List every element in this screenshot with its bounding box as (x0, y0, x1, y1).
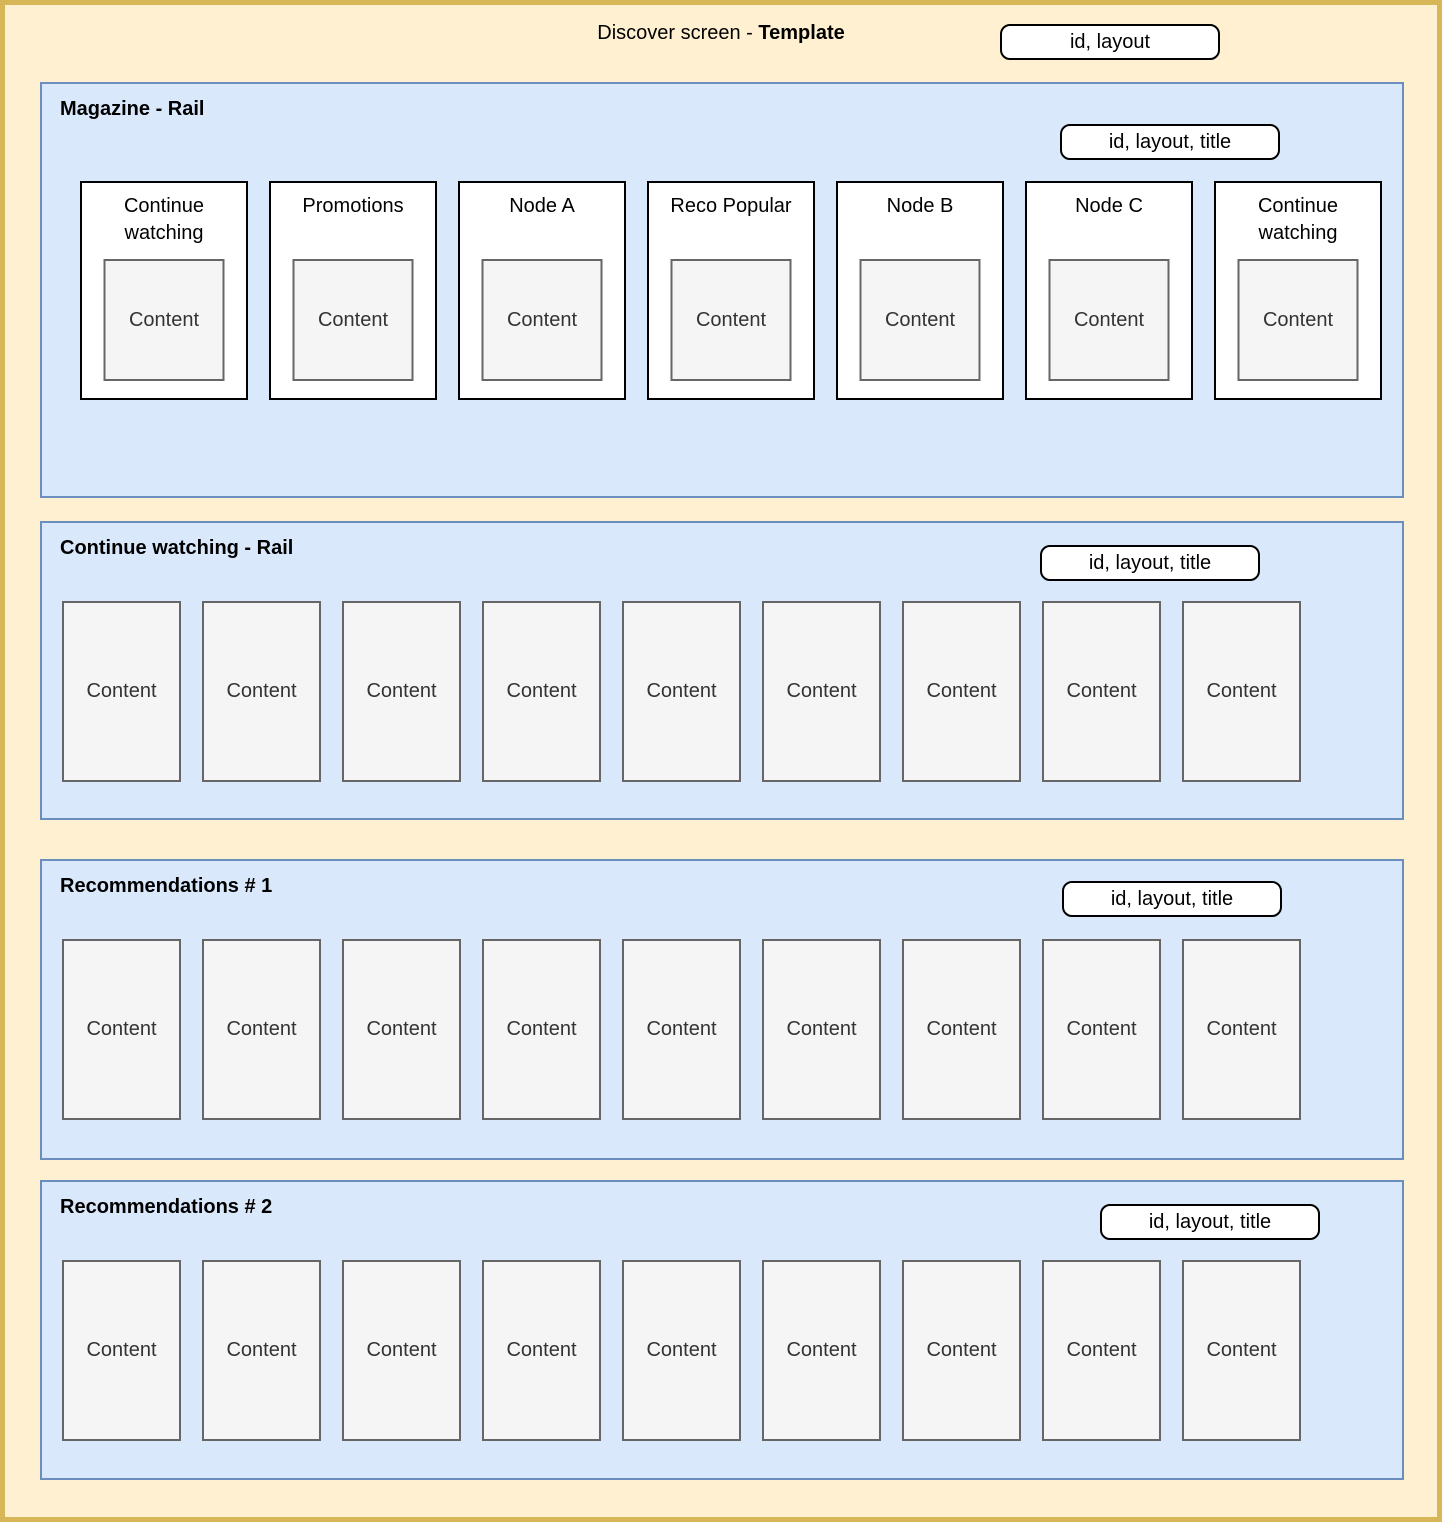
content-placeholder: Content (202, 1260, 321, 1441)
content-placeholder: Content (1048, 259, 1170, 381)
content-placeholder: Content (1182, 939, 1301, 1120)
content-placeholder: Content (342, 1260, 461, 1441)
content-placeholder: Content (902, 601, 1021, 782)
content-placeholder: Content (62, 601, 181, 782)
rail-recommendations-1: Recommendations # 1 id, layout, title Co… (40, 859, 1404, 1160)
card-label: Continue watching (123, 195, 205, 244)
content-placeholder: Content (482, 1260, 601, 1441)
content-placeholder: Content (482, 939, 601, 1120)
content-placeholder: Content (1237, 259, 1359, 381)
content-placeholder: Content (1182, 601, 1301, 782)
content-placeholder: Content (1042, 1260, 1161, 1441)
magazine-card-node-a: Node A Content (458, 181, 626, 400)
rail-continue-watching-fields-badge: id, layout, title (1040, 545, 1260, 581)
rail-magazine-fields-badge: id, layout, title (1060, 124, 1280, 160)
content-placeholder: Content (1182, 1260, 1301, 1441)
content-placeholder: Content (902, 1260, 1021, 1441)
rail-recommendations-2-fields-badge: id, layout, title (1100, 1204, 1320, 1240)
card-label: Promotions (302, 195, 404, 217)
page-title-prefix: Discover screen - (597, 22, 759, 44)
content-placeholder: Content (762, 601, 881, 782)
rail-recommendations-2: Recommendations # 2 id, layout, title Co… (40, 1180, 1404, 1480)
content-placeholder: Content (670, 259, 792, 381)
content-placeholder: Content (902, 939, 1021, 1120)
rail-magazine-title: Magazine - Rail (60, 98, 205, 120)
magazine-card-node-c: Node C Content (1025, 181, 1193, 400)
content-placeholder: Content (202, 601, 321, 782)
content-placeholder: Content (622, 939, 741, 1120)
content-placeholder: Content (1042, 939, 1161, 1120)
content-placeholder: Content (762, 1260, 881, 1441)
card-label: Node C (1075, 195, 1143, 217)
recommendations-1-items-row: Content Content Content Content Content … (62, 939, 1301, 1120)
rail-continue-watching: Continue watching - Rail id, layout, tit… (40, 521, 1404, 820)
magazine-card-node-b: Node B Content (836, 181, 1004, 400)
card-label: Node A (509, 195, 575, 217)
content-placeholder: Content (1042, 601, 1161, 782)
magazine-card-continue-watching-1: Continue watching Content (80, 181, 248, 400)
recommendations-2-items-row: Content Content Content Content Content … (62, 1260, 1301, 1441)
continue-watching-items-row: Content Content Content Content Content … (62, 601, 1301, 782)
page-title: Discover screen - Template (5, 20, 1437, 46)
content-placeholder: Content (622, 601, 741, 782)
card-label: Continue watching (1257, 195, 1339, 244)
card-label: Reco Popular (670, 195, 792, 217)
content-placeholder: Content (202, 939, 321, 1120)
rail-recommendations-1-title: Recommendations # 1 (60, 875, 273, 897)
content-placeholder: Content (62, 1260, 181, 1441)
page-title-bold: Template (758, 22, 845, 44)
card-label: Node B (886, 195, 954, 217)
magazine-card-continue-watching-2: Continue watching Content (1214, 181, 1382, 400)
content-placeholder: Content (62, 939, 181, 1120)
magazine-card-reco-popular: Reco Popular Content (647, 181, 815, 400)
rail-continue-watching-title: Continue watching - Rail (60, 537, 294, 559)
content-placeholder: Content (481, 259, 603, 381)
rail-magazine: Magazine - Rail id, layout, title Contin… (40, 82, 1404, 498)
content-placeholder: Content (622, 1260, 741, 1441)
rail-recommendations-2-title: Recommendations # 2 (60, 1196, 273, 1218)
content-placeholder: Content (342, 939, 461, 1120)
content-placeholder: Content (103, 259, 225, 381)
content-placeholder: Content (859, 259, 981, 381)
content-placeholder: Content (292, 259, 414, 381)
magazine-cards-row: Continue watching Content Promotions Con… (80, 181, 1382, 400)
magazine-card-promotions: Promotions Content (269, 181, 437, 400)
content-placeholder: Content (762, 939, 881, 1120)
content-placeholder: Content (342, 601, 461, 782)
content-placeholder: Content (482, 601, 601, 782)
rail-recommendations-1-fields-badge: id, layout, title (1062, 881, 1282, 917)
screen-fields-badge: id, layout (1000, 24, 1220, 60)
